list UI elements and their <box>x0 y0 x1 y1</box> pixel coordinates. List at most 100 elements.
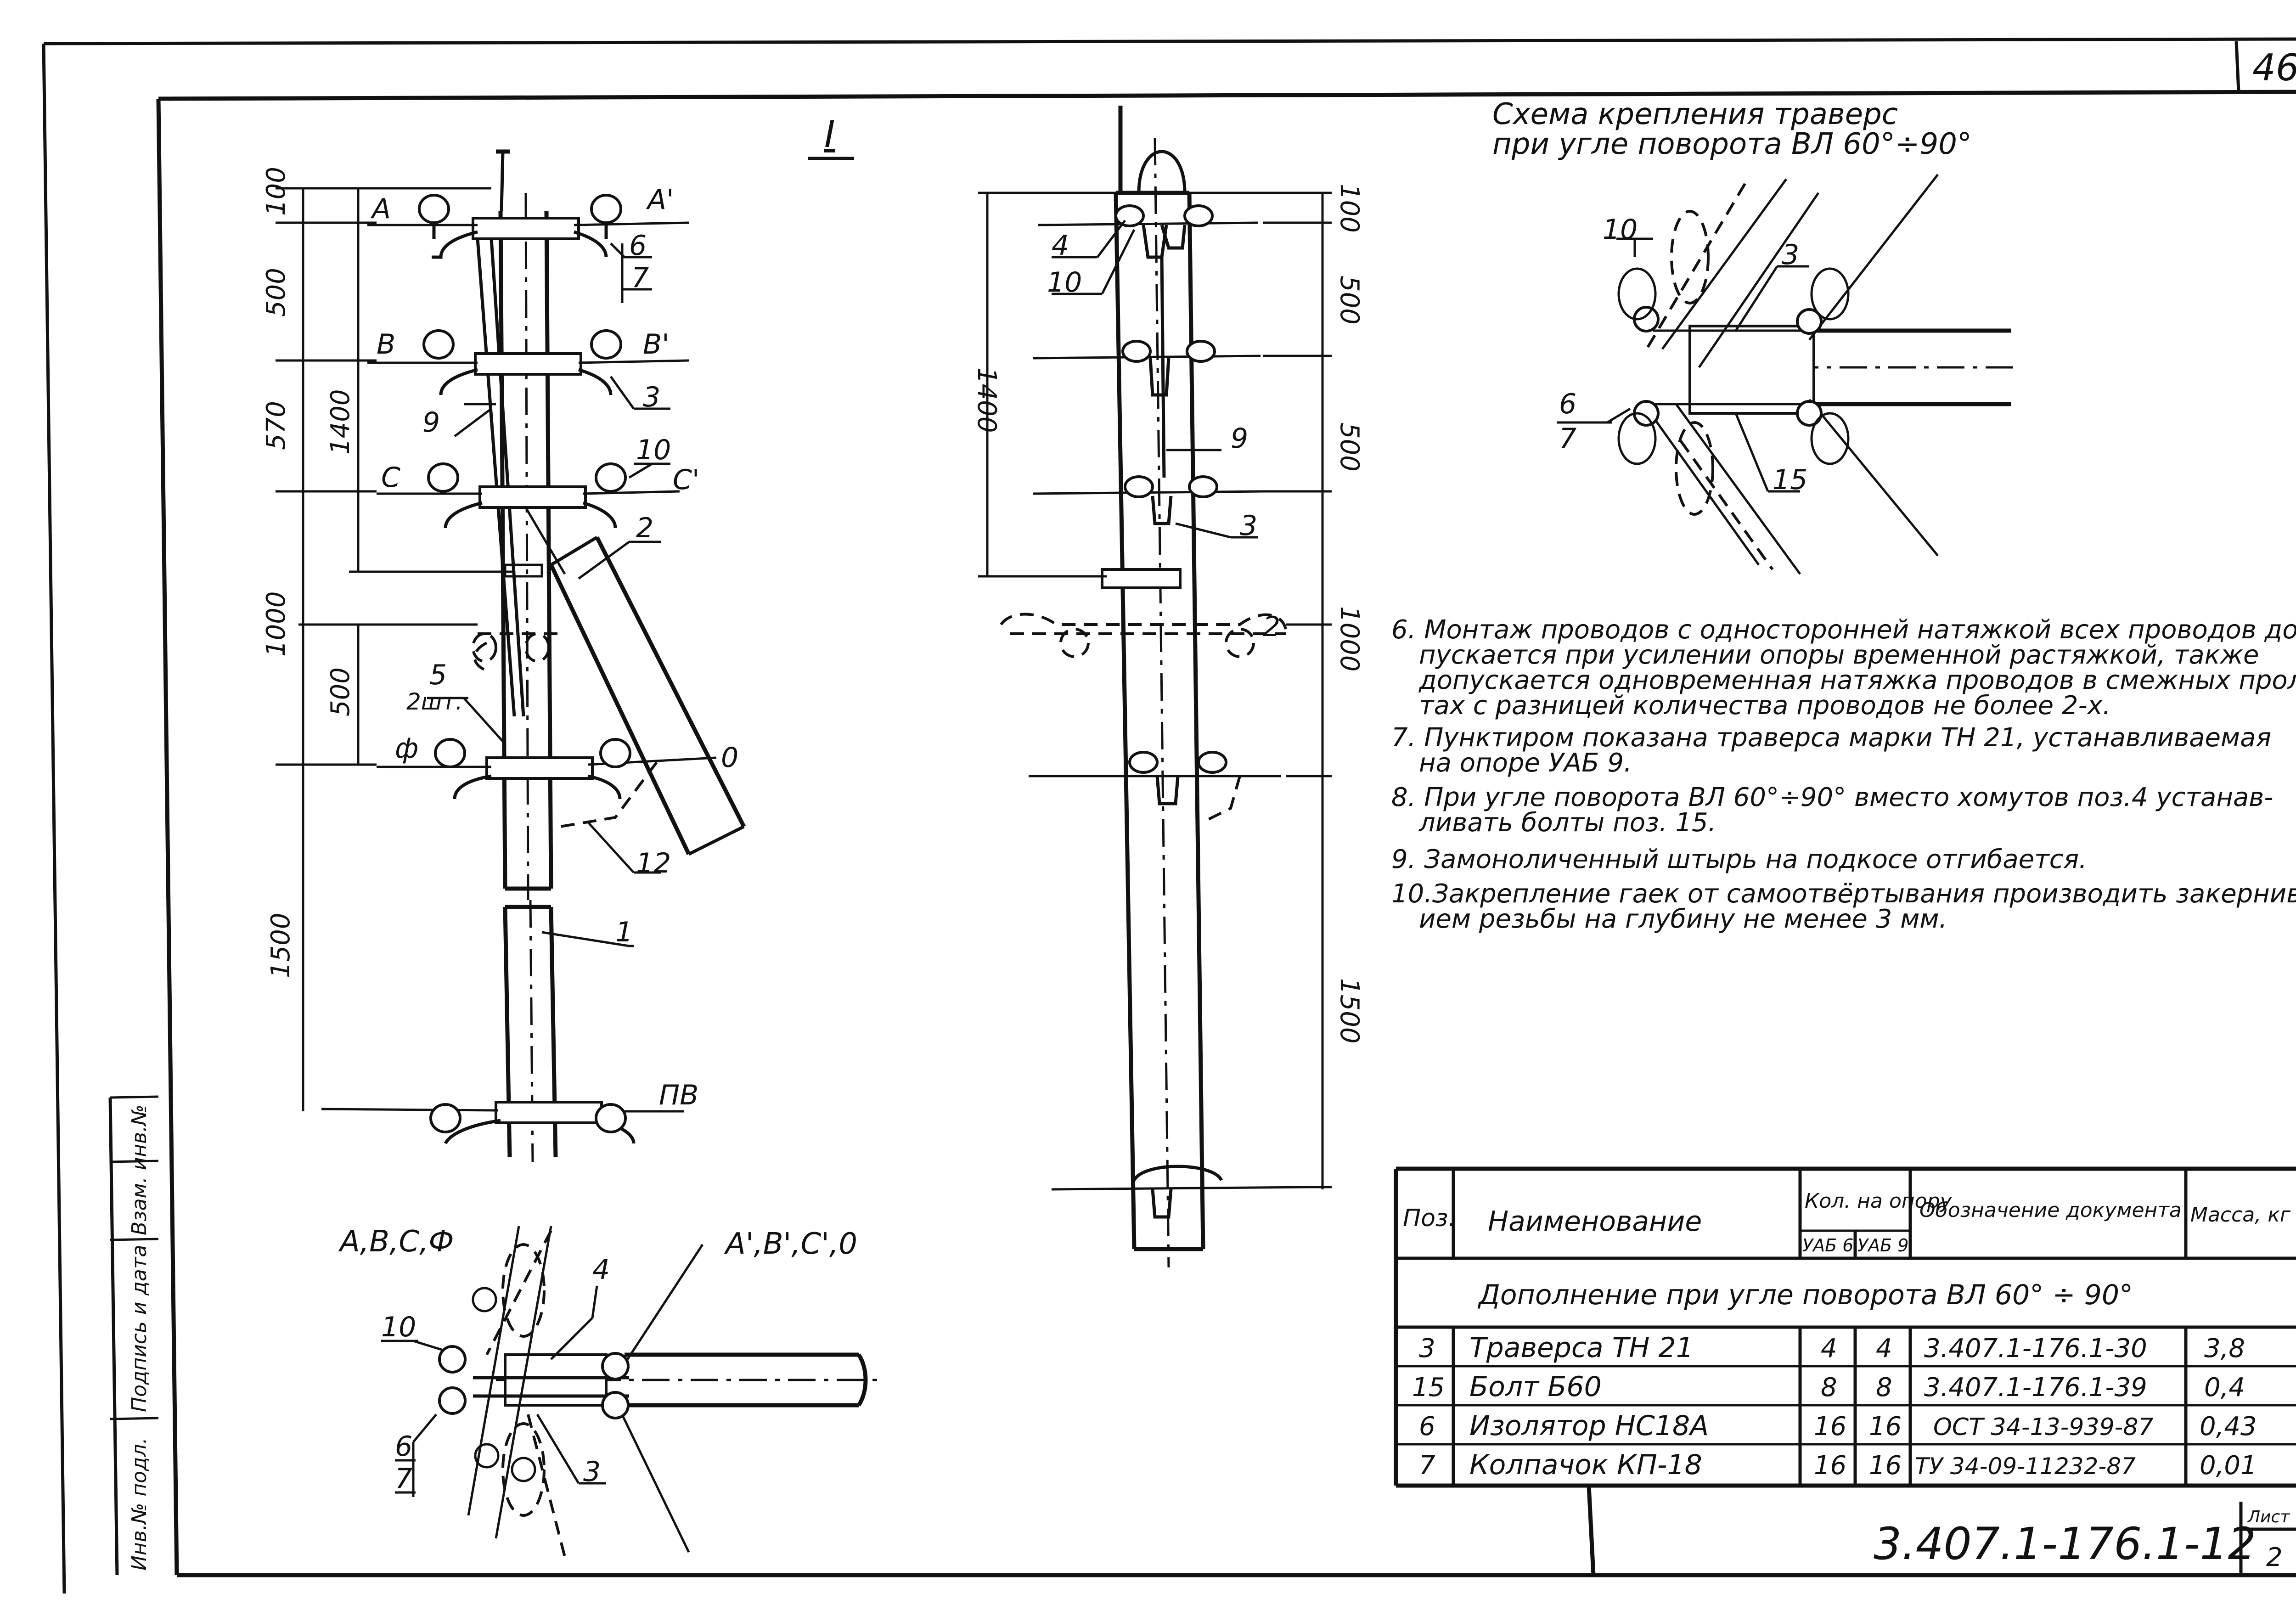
sheet-value: 2 <box>2266 1543 2283 1572</box>
callout-12: 12 <box>636 847 671 879</box>
th-qty: Кол. на опору <box>1805 1189 1953 1213</box>
view-label-I: I <box>824 113 835 156</box>
scheme-callout-3: 3 <box>1782 239 1799 271</box>
note-9-line1: 9. Замоноличенный штырь на подкосе отгиб… <box>1391 845 2087 874</box>
sheet-number: 46 <box>2252 46 2296 89</box>
mid-dashed-crossarm <box>1000 613 1287 658</box>
note-6-line4: тах с разницей количества проводов не бо… <box>1419 691 2111 721</box>
note-7-line1: 7. Пунктиром показана траверса марки ТН … <box>1391 723 2271 753</box>
middle-elevation <box>978 106 1332 1268</box>
plan-callout-10: 10 <box>381 1311 416 1343</box>
phase-a-label: А <box>370 193 391 225</box>
mid-dim-500: 500 <box>1334 276 1364 325</box>
phase-o-label: 0 <box>721 742 738 774</box>
left-callouts <box>427 242 670 947</box>
mid-callout-4: 4 <box>1052 230 1069 262</box>
row-4-q2: 16 <box>1869 1451 1902 1481</box>
mid-insulator-2 <box>1121 340 1216 397</box>
spec-table <box>1394 1166 2296 1576</box>
dim-100: 100 <box>261 167 291 216</box>
mid-insulator-1 <box>1114 204 1214 259</box>
note-8-line1: 8. При угле поворота ВЛ 60°÷90° вместо х… <box>1391 783 2273 812</box>
phase-f-label: ф <box>395 732 418 765</box>
th-pos: Поз. <box>1403 1205 1456 1232</box>
crossarm-pv <box>321 1101 684 1144</box>
row-2-name: Болт Б60 <box>1469 1371 1602 1403</box>
stamp-sign-label: Подпись и дата <box>128 1245 151 1412</box>
phase-b2-label: В' <box>643 328 670 360</box>
crossarm-a <box>367 194 689 259</box>
callout-10: 10 <box>636 434 671 466</box>
mid-callout-10: 10 <box>1047 266 1082 298</box>
phase-pv-label: ПВ <box>659 1079 698 1111</box>
callout-6: 6 <box>629 230 647 262</box>
dim-1000: 1000 <box>261 591 291 657</box>
note-6-line1: 6. Монтаж проводов с односторонней натяж… <box>1391 615 2296 645</box>
row-3-q2: 16 <box>1869 1412 1902 1441</box>
sheet-frame <box>42 37 2296 1594</box>
phase-c2-label: С' <box>673 464 699 496</box>
row-4-mass: 0,01 <box>2200 1451 2257 1481</box>
callout-5-qty: 2шт. <box>406 688 463 715</box>
crossarm-f <box>377 563 717 828</box>
row-3-mass: 0,43 <box>2200 1412 2257 1441</box>
callout-5: 5 <box>429 659 447 691</box>
plan-callout-7: 7 <box>395 1463 412 1495</box>
mid-callout-2: 2 <box>1263 611 1280 643</box>
row-3-doc: ОСТ 34-13-939-87 <box>1933 1413 2154 1441</box>
notes: 6. Монтаж проводов с односторонней натяж… <box>1391 615 2296 934</box>
scheme-title-line1: Схема крепления траверс <box>1492 97 1898 131</box>
mid-insulator-5 <box>1132 1165 1223 1219</box>
th-doc: Обозначение документа <box>1919 1199 2182 1222</box>
scheme-callout-10: 10 <box>1603 214 1638 246</box>
row-4-name: Колпачок КП-18 <box>1469 1449 1702 1481</box>
th-mass: Масса, кг <box>2190 1203 2291 1227</box>
row-3-pos: 6 <box>1419 1412 1435 1441</box>
plan-callout-3: 3 <box>583 1456 601 1488</box>
note-8-line2: ливать болты поз. 15. <box>1418 808 1716 838</box>
phase-c-label: С <box>381 462 400 494</box>
row-2-mass: 0,4 <box>2204 1373 2245 1402</box>
scheme-callout-15: 15 <box>1773 464 1807 496</box>
callout-2: 2 <box>636 512 653 544</box>
plan-callout-6: 6 <box>395 1430 412 1463</box>
row-4-pos: 7 <box>1419 1451 1435 1481</box>
callout-1: 1 <box>615 916 633 948</box>
sheet-label: Лист <box>2247 1508 2290 1526</box>
row-1-name: Траверса ТН 21 <box>1469 1332 1694 1364</box>
th-qty-b: УАБ 9 <box>1857 1235 1908 1256</box>
row-1-mass: 3,8 <box>2204 1334 2245 1363</box>
stamp-inv-label: Инв.№ подл. <box>128 1437 151 1571</box>
note-10-line1: 10.Закрепление гаек от самоотвёртывания … <box>1391 879 2296 909</box>
row-2-q2: 8 <box>1876 1373 1892 1402</box>
plan-callout-4: 4 <box>592 1254 610 1286</box>
stamp-replace-label: Взам. инв.№ <box>128 1104 151 1235</box>
mid-insulator-3 <box>1124 475 1218 525</box>
row-1-doc: 3.407.1-176.1-30 <box>1924 1334 2147 1363</box>
document-code: 3.407.1-176.1-12 <box>1874 1518 2256 1570</box>
scheme-callout-7: 7 <box>1559 422 1576 455</box>
note-10-line2: ием резьбы на глубину не менее 3 мм. <box>1419 904 1947 934</box>
mid-dim-500-b: 500 <box>1334 422 1364 472</box>
dim-500: 500 <box>261 268 291 317</box>
row-2-q1: 8 <box>1821 1373 1837 1402</box>
plan-right-label: А',В',С',0 <box>724 1227 857 1261</box>
phase-b-label: В <box>377 328 395 360</box>
mid-callout-9: 9 <box>1231 422 1248 455</box>
dim-1500: 1500 <box>266 912 296 978</box>
th-qty-a: УАБ 6 <box>1802 1235 1853 1256</box>
row-3-q1: 16 <box>1814 1412 1846 1441</box>
mid-dim-1500: 1500 <box>1334 978 1364 1044</box>
row-1-q1: 4 <box>1821 1334 1837 1363</box>
dim-1400: 1400 <box>326 389 355 455</box>
mid-dim-100: 100 <box>1334 184 1364 233</box>
row-4-q1: 16 <box>1814 1451 1846 1481</box>
note-6-line2: пускается при усилении опоры временной р… <box>1419 640 2259 670</box>
row-1-pos: 3 <box>1419 1334 1435 1363</box>
mid-callout-3: 3 <box>1240 510 1257 542</box>
mid-dim-1000: 1000 <box>1334 606 1364 672</box>
crossarm-dashed <box>472 632 560 672</box>
scheme-callout-6: 6 <box>1559 388 1576 420</box>
row-4-doc: ТУ 34-09-11232-87 <box>1915 1453 2136 1480</box>
